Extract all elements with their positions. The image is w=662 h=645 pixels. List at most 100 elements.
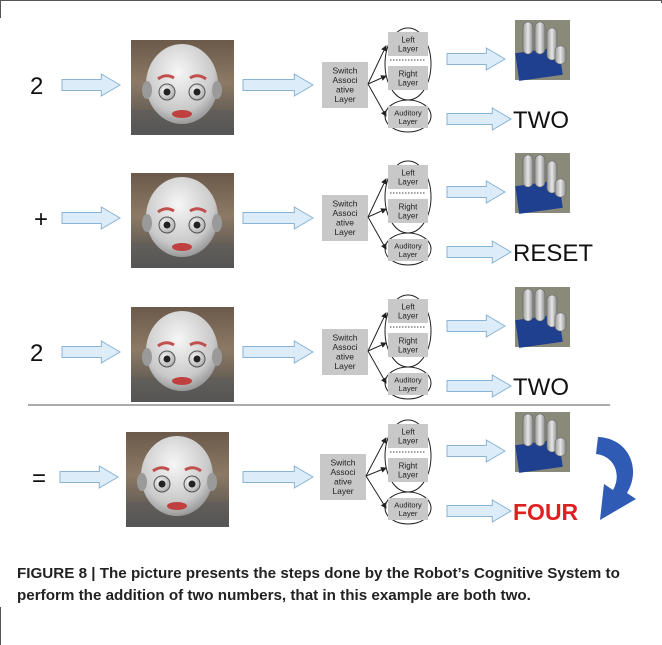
connector-line bbox=[367, 312, 387, 352]
layer-label: Auditory bbox=[394, 500, 422, 509]
step-row: 2SwitchAssociativeLayerLeftLayerRightLay… bbox=[30, 20, 570, 135]
face-arrow bbox=[242, 73, 314, 97]
layer-label: Left bbox=[401, 302, 415, 311]
frame-border bbox=[0, 0, 1, 18]
layer-label: Layer bbox=[398, 345, 418, 354]
layer-label: ative bbox=[334, 477, 352, 487]
spoken-output: TWO bbox=[513, 374, 569, 401]
input-symbol: 2 bbox=[30, 73, 43, 100]
step-row: +SwitchAssociativeLayerLeftLayerRightLay… bbox=[34, 153, 593, 268]
layer-label: Layer bbox=[399, 117, 418, 126]
layer-label: Auditory bbox=[394, 241, 422, 250]
spoken-output: FOUR bbox=[513, 499, 579, 525]
layer-label: Layer bbox=[399, 384, 418, 393]
connector-line bbox=[367, 75, 387, 85]
layer-label: Switch bbox=[332, 333, 357, 343]
spoken-output: TWO bbox=[513, 107, 569, 134]
layer-label: Switch bbox=[332, 199, 357, 209]
layer-label: Auditory bbox=[394, 108, 422, 117]
layer-label: Right bbox=[399, 461, 418, 470]
face-arrow bbox=[242, 340, 314, 364]
face-arrow bbox=[242, 465, 314, 489]
layer-label: Switch bbox=[332, 66, 357, 76]
connector-line bbox=[367, 350, 387, 384]
layer-label: Layer bbox=[398, 311, 418, 320]
layer-label: Left bbox=[401, 35, 415, 44]
layer-label: Associ bbox=[332, 342, 357, 352]
layer-label: Associ bbox=[332, 75, 357, 85]
hand-output-arrow bbox=[446, 314, 506, 338]
layer-label: Layer bbox=[398, 44, 418, 53]
connector-line bbox=[365, 437, 387, 477]
layer-label: Layer bbox=[398, 177, 418, 186]
spoken-output: RESET bbox=[513, 240, 593, 267]
input-symbol: + bbox=[34, 206, 48, 233]
speech-output-arrow bbox=[446, 107, 512, 131]
input-arrow bbox=[59, 465, 119, 489]
layer-label: ative bbox=[336, 85, 354, 95]
layer-label: Associ bbox=[332, 208, 357, 218]
robot-face bbox=[131, 307, 234, 402]
robot-hand bbox=[515, 412, 570, 473]
connector-line bbox=[365, 467, 387, 477]
layer-label: Layer bbox=[334, 361, 355, 371]
cognitive-system-diagram: 2SwitchAssociativeLayerLeftLayerRightLay… bbox=[28, 20, 636, 527]
hand-output-arrow bbox=[446, 47, 506, 71]
layer-label: Right bbox=[399, 69, 418, 78]
speech-output-arrow bbox=[446, 499, 512, 523]
robot-hand bbox=[515, 153, 570, 214]
figure-caption: FIGURE 8 | The picture presents the step… bbox=[17, 565, 620, 604]
layer-label: Layer bbox=[334, 94, 355, 104]
connector-line bbox=[367, 208, 387, 218]
layer-label: ative bbox=[336, 352, 354, 362]
layer-label: Layer bbox=[398, 436, 418, 445]
layer-label: Layer bbox=[399, 250, 418, 259]
layer-label: Layer bbox=[398, 78, 418, 87]
input-arrow bbox=[61, 206, 121, 230]
input-symbol: = bbox=[32, 465, 46, 492]
layer-label: Associ bbox=[330, 467, 355, 477]
input-arrow bbox=[61, 340, 121, 364]
connector-line bbox=[367, 83, 387, 117]
robot-hand bbox=[515, 287, 570, 348]
face-arrow bbox=[242, 206, 314, 230]
connector-line bbox=[367, 216, 387, 250]
step-row: 2SwitchAssociativeLayerLeftLayerRightLay… bbox=[30, 287, 570, 402]
input-symbol: 2 bbox=[30, 340, 43, 367]
connector-line bbox=[367, 342, 387, 352]
layer-label: Switch bbox=[330, 458, 355, 468]
layer-label: Layer bbox=[334, 227, 355, 237]
step-row: =SwitchAssociativeLayerLeftLayerRightLay… bbox=[32, 412, 579, 527]
speech-output-arrow bbox=[446, 240, 512, 264]
connector-line bbox=[367, 45, 387, 85]
hand-output-arrow bbox=[446, 439, 506, 463]
layer-label: ative bbox=[336, 218, 354, 228]
connector-line bbox=[365, 475, 387, 509]
loop-arrow-icon bbox=[596, 437, 636, 520]
robot-face bbox=[126, 432, 229, 527]
layer-label: Layer bbox=[332, 486, 353, 496]
layer-label: Left bbox=[401, 168, 415, 177]
robot-face bbox=[131, 40, 234, 135]
hand-output-arrow bbox=[446, 180, 506, 204]
robot-face bbox=[131, 173, 234, 268]
layer-label: Layer bbox=[398, 211, 418, 220]
input-arrow bbox=[61, 73, 121, 97]
layer-label: Layer bbox=[398, 470, 418, 479]
layer-label: Left bbox=[401, 427, 415, 436]
